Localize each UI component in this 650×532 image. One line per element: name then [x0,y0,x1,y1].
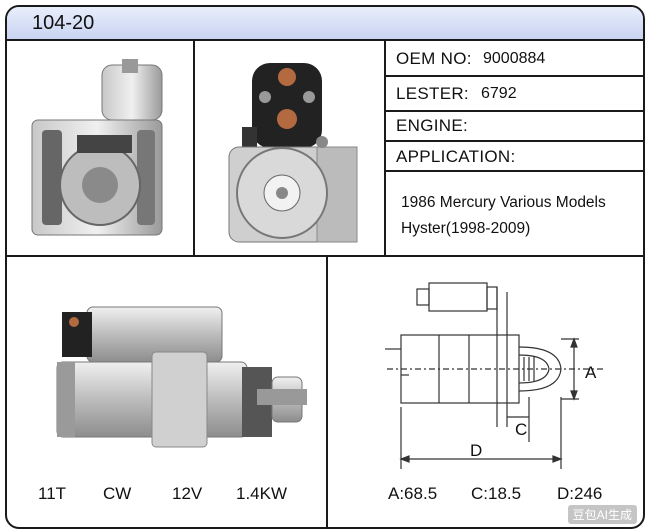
divider-horizontal-main [7,255,643,257]
footer-power: 1.4KW [236,484,288,503]
oem-label: OEM NO: [396,49,472,68]
footer-teeth: 11T [38,484,67,503]
watermark: 豆包AI生成 [567,505,637,524]
divider-vertical-2 [384,39,386,255]
divider-vertical-1 [193,39,195,255]
footer-dimension-a: A:68.5 [388,484,438,503]
divider-spec-1 [384,75,643,77]
dimension-label-c: C [515,420,528,439]
oem-value: 9000884 [483,50,546,67]
dimension-label-a: A [585,363,597,382]
divider-vertical-bottom [326,255,328,527]
divider-spec-2 [384,110,643,112]
lester-value: 6792 [481,85,517,102]
footer-rotation: CW [103,484,132,503]
model-number: 104-20 [32,12,95,34]
application-label: APPLICATION: [396,147,516,166]
product-card: 104-20 OEM NO: 9000884 LESTER: 6792 ENGI… [5,5,645,529]
application-line-1: 1986 Mercury Various Models [401,194,606,211]
starter-photo-rear [22,55,182,245]
dimension-label-d: D [470,441,483,460]
header-bar: 104-20 [7,7,643,41]
footer-dimension-c: C:18.5 [471,484,522,503]
application-line-2: Hyster(1998-2009) [401,220,531,237]
dimension-drawing [379,277,604,477]
divider-spec-3 [384,140,643,142]
starter-photo-side [32,292,312,462]
engine-label: ENGINE: [396,116,469,135]
divider-spec-4 [384,170,643,172]
footer-voltage: 12V [172,484,203,503]
footer-dimension-d: D:246 [557,484,603,503]
starter-photo-front [217,57,367,247]
lester-label: LESTER: [396,84,469,103]
